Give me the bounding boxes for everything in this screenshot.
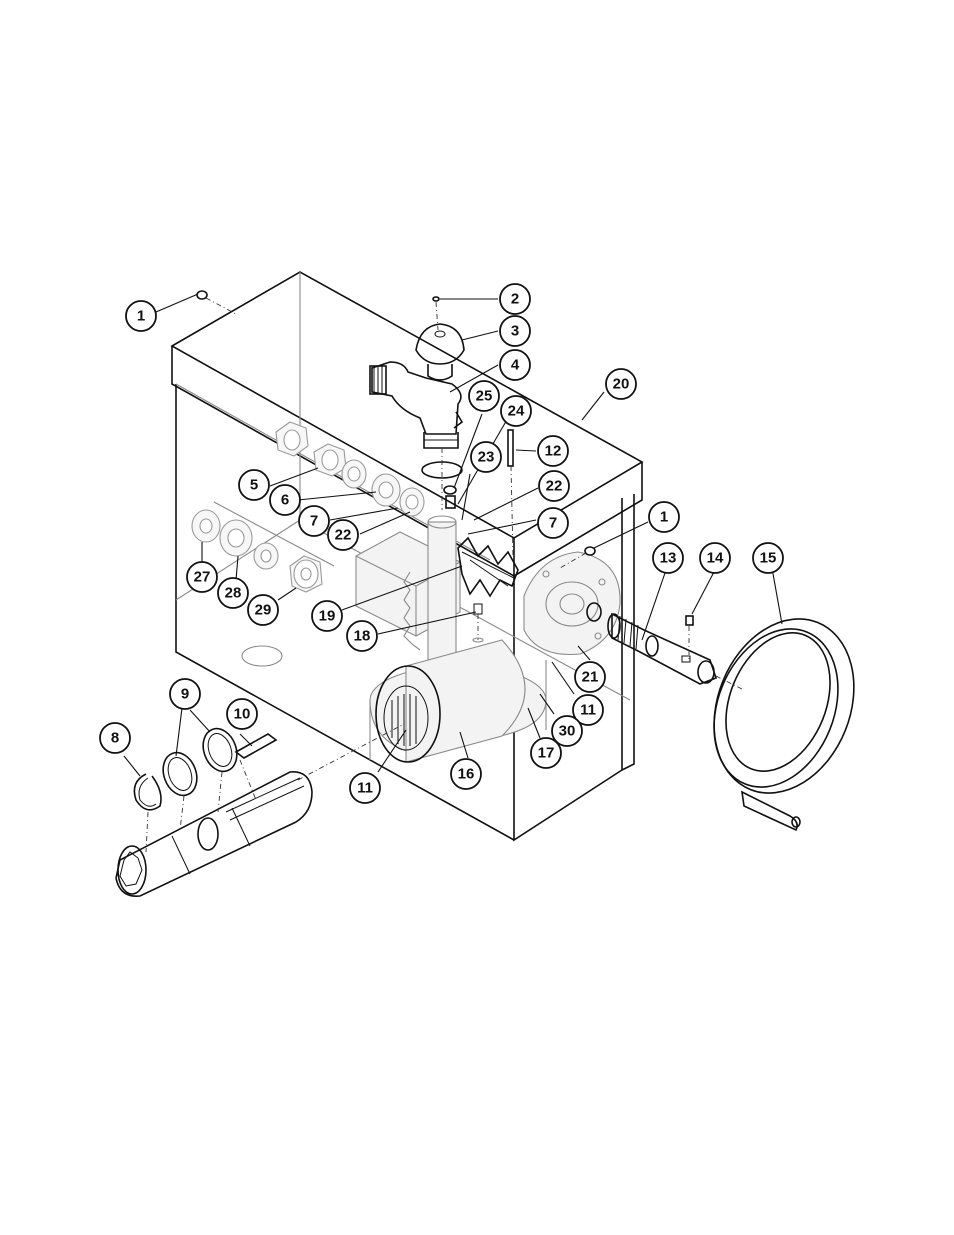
svg-text:18: 18 — [354, 628, 371, 645]
svg-text:30: 30 — [559, 723, 576, 740]
callout-c10: 10 — [227, 699, 257, 729]
svg-text:11: 11 — [357, 780, 373, 797]
callout-c14: 14 — [700, 543, 730, 573]
callout-c21: 21 — [575, 662, 605, 692]
svg-text:29: 29 — [255, 602, 272, 619]
callout-c5: 5 — [239, 470, 269, 500]
svg-text:28: 28 — [225, 585, 242, 602]
svg-text:14: 14 — [707, 550, 724, 567]
callout-c29: 29 — [248, 595, 278, 625]
svg-text:1: 1 — [660, 509, 668, 526]
svg-text:13: 13 — [660, 550, 677, 567]
callout-c4: 4 — [500, 350, 530, 380]
callout-c11b: 11 — [350, 773, 380, 803]
callout-c16: 16 — [451, 759, 481, 789]
callout-c23: 23 — [471, 442, 501, 472]
callout-c25: 25 — [469, 381, 499, 411]
svg-text:27: 27 — [194, 569, 211, 586]
callout-c6: 6 — [270, 485, 300, 515]
svg-text:10: 10 — [234, 706, 251, 723]
callout-c2: 2 — [500, 284, 530, 314]
set-screw-and-washer — [444, 486, 456, 508]
svg-text:7: 7 — [310, 513, 318, 530]
svg-text:9: 9 — [181, 686, 189, 703]
callout-c27: 27 — [187, 562, 217, 592]
svg-text:1: 1 — [137, 308, 145, 325]
callout-c7b: 7 — [538, 508, 568, 538]
main-bore-cylinder — [376, 640, 525, 762]
svg-text:3: 3 — [511, 323, 519, 340]
callout-c7a: 7 — [299, 506, 329, 536]
svg-text:7: 7 — [549, 515, 557, 532]
svg-text:20: 20 — [613, 376, 630, 393]
svg-text:4: 4 — [511, 357, 520, 374]
callout-c22a: 22 — [539, 471, 569, 501]
svg-text:11: 11 — [580, 702, 596, 719]
callout-c22b: 22 — [328, 520, 358, 550]
svg-text:12: 12 — [545, 443, 562, 460]
callout-c15: 15 — [753, 543, 783, 573]
output-shaft — [116, 724, 404, 896]
svg-text:22: 22 — [335, 527, 352, 544]
callout-c12: 12 — [538, 436, 568, 466]
callout-c8: 8 — [100, 723, 130, 753]
svg-text:19: 19 — [319, 608, 336, 625]
bearing-flange — [524, 552, 620, 655]
callout-c9: 9 — [170, 679, 200, 709]
svg-text:5: 5 — [250, 477, 258, 494]
callout-c3: 3 — [500, 316, 530, 346]
svg-text:23: 23 — [478, 449, 495, 466]
svg-text:17: 17 — [538, 745, 555, 762]
svg-text:21: 21 — [582, 669, 599, 686]
svg-text:22: 22 — [546, 478, 563, 495]
callout-c19: 19 — [312, 601, 342, 631]
callout-c13: 13 — [653, 543, 683, 573]
svg-text:25: 25 — [476, 388, 493, 405]
svg-text:2: 2 — [511, 291, 519, 308]
svg-text:8: 8 — [111, 730, 119, 747]
callout-c24: 24 — [501, 396, 531, 426]
handwheel — [689, 598, 879, 830]
callout-c1a: 1 — [126, 301, 156, 331]
callout-c17: 17 — [531, 738, 561, 768]
input-shaft — [608, 614, 716, 684]
svg-text:15: 15 — [760, 550, 777, 567]
callout-c1b: 1 — [649, 502, 679, 532]
callout-c18: 18 — [347, 621, 377, 651]
callout-c28: 28 — [218, 578, 248, 608]
svg-text:16: 16 — [458, 766, 475, 783]
svg-text:6: 6 — [281, 492, 289, 509]
svg-text:24: 24 — [508, 403, 525, 420]
callout-c20: 20 — [606, 369, 636, 399]
